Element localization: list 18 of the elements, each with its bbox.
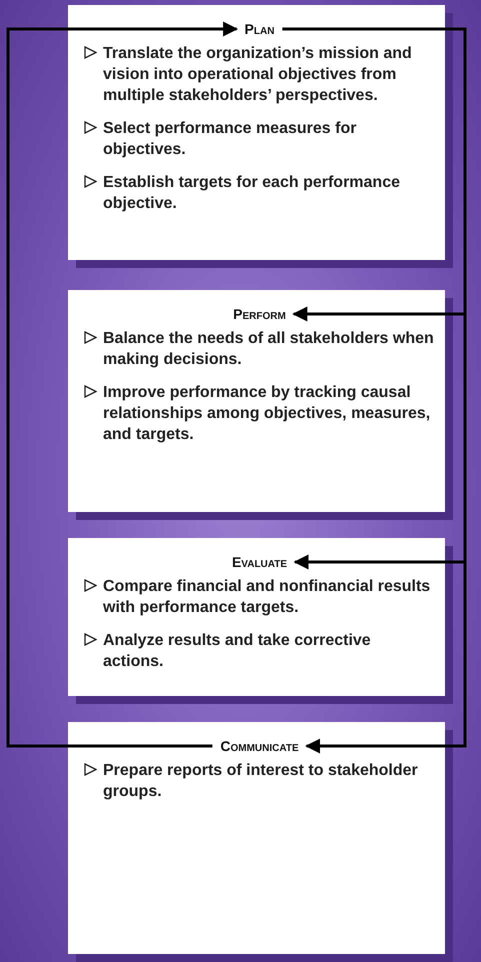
section-heading: Perform <box>232 306 287 322</box>
card <box>68 5 445 260</box>
card <box>68 722 445 954</box>
bullet-text: Prepare reports of interest to stakeholder groups. <box>103 761 419 802</box>
card <box>68 538 445 696</box>
bullet-text: Analyze results and take corrective actions. <box>103 631 372 672</box>
section-heading: Communicate <box>219 738 300 754</box>
bullet-text: Select performance measures for objectives. <box>103 119 358 160</box>
bullet-text: Translate the organization’s mission and vision into operational objectives from multiple stakeholders’ perspectives. <box>103 44 413 106</box>
bullet-text: Balance the needs of all stakeholders when making decisions. <box>103 329 435 370</box>
bullet-text: Improve performance by tracking causal relationships among objectives, measures, and targets. <box>103 383 432 445</box>
card <box>68 290 445 512</box>
section-heading: Plan <box>244 21 276 37</box>
arrow <box>6 22 238 748</box>
bullet-text: Establish targets for each performance objective. <box>103 173 401 214</box>
section-heading: Evaluate <box>230 554 288 570</box>
bullet-text: Compare financial and nonfinancial results with performance targets. <box>103 577 432 618</box>
arrow <box>282 28 466 754</box>
